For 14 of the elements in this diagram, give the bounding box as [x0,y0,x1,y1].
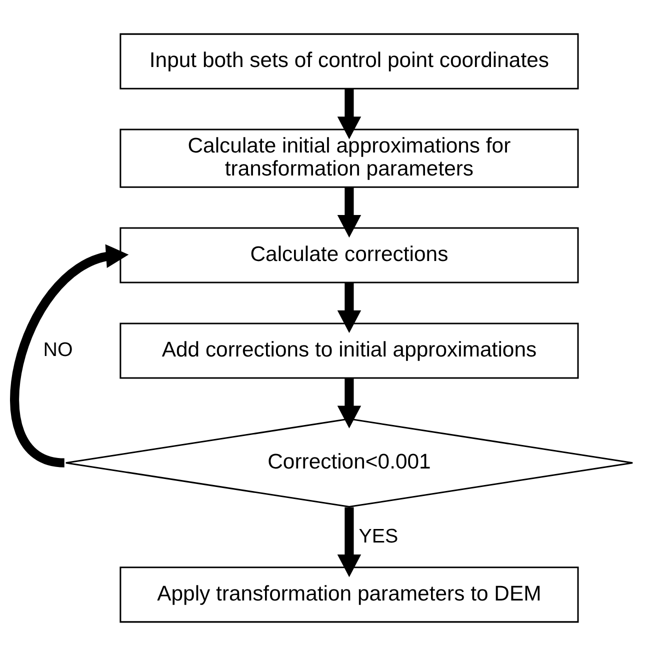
edge-label: YES [358,524,398,547]
node-box: Apply transformation parameters to DEM [120,566,579,622]
node-box: Add corrections to initial approximations [120,322,579,378]
arrow [337,187,362,238]
node-box: Input both sets of control point coordinates [120,32,579,89]
node-diamond: Correction<0.001 [65,418,634,508]
arrow [337,88,362,139]
node-box: Calculate initial approximations for transformation parameters [120,128,579,188]
edge-label: NO [43,338,73,360]
node-box: Calculate corrections [120,226,579,283]
arrow [337,506,362,577]
arrow [337,378,362,428]
arrow [337,282,362,332]
arrow [10,244,129,467]
